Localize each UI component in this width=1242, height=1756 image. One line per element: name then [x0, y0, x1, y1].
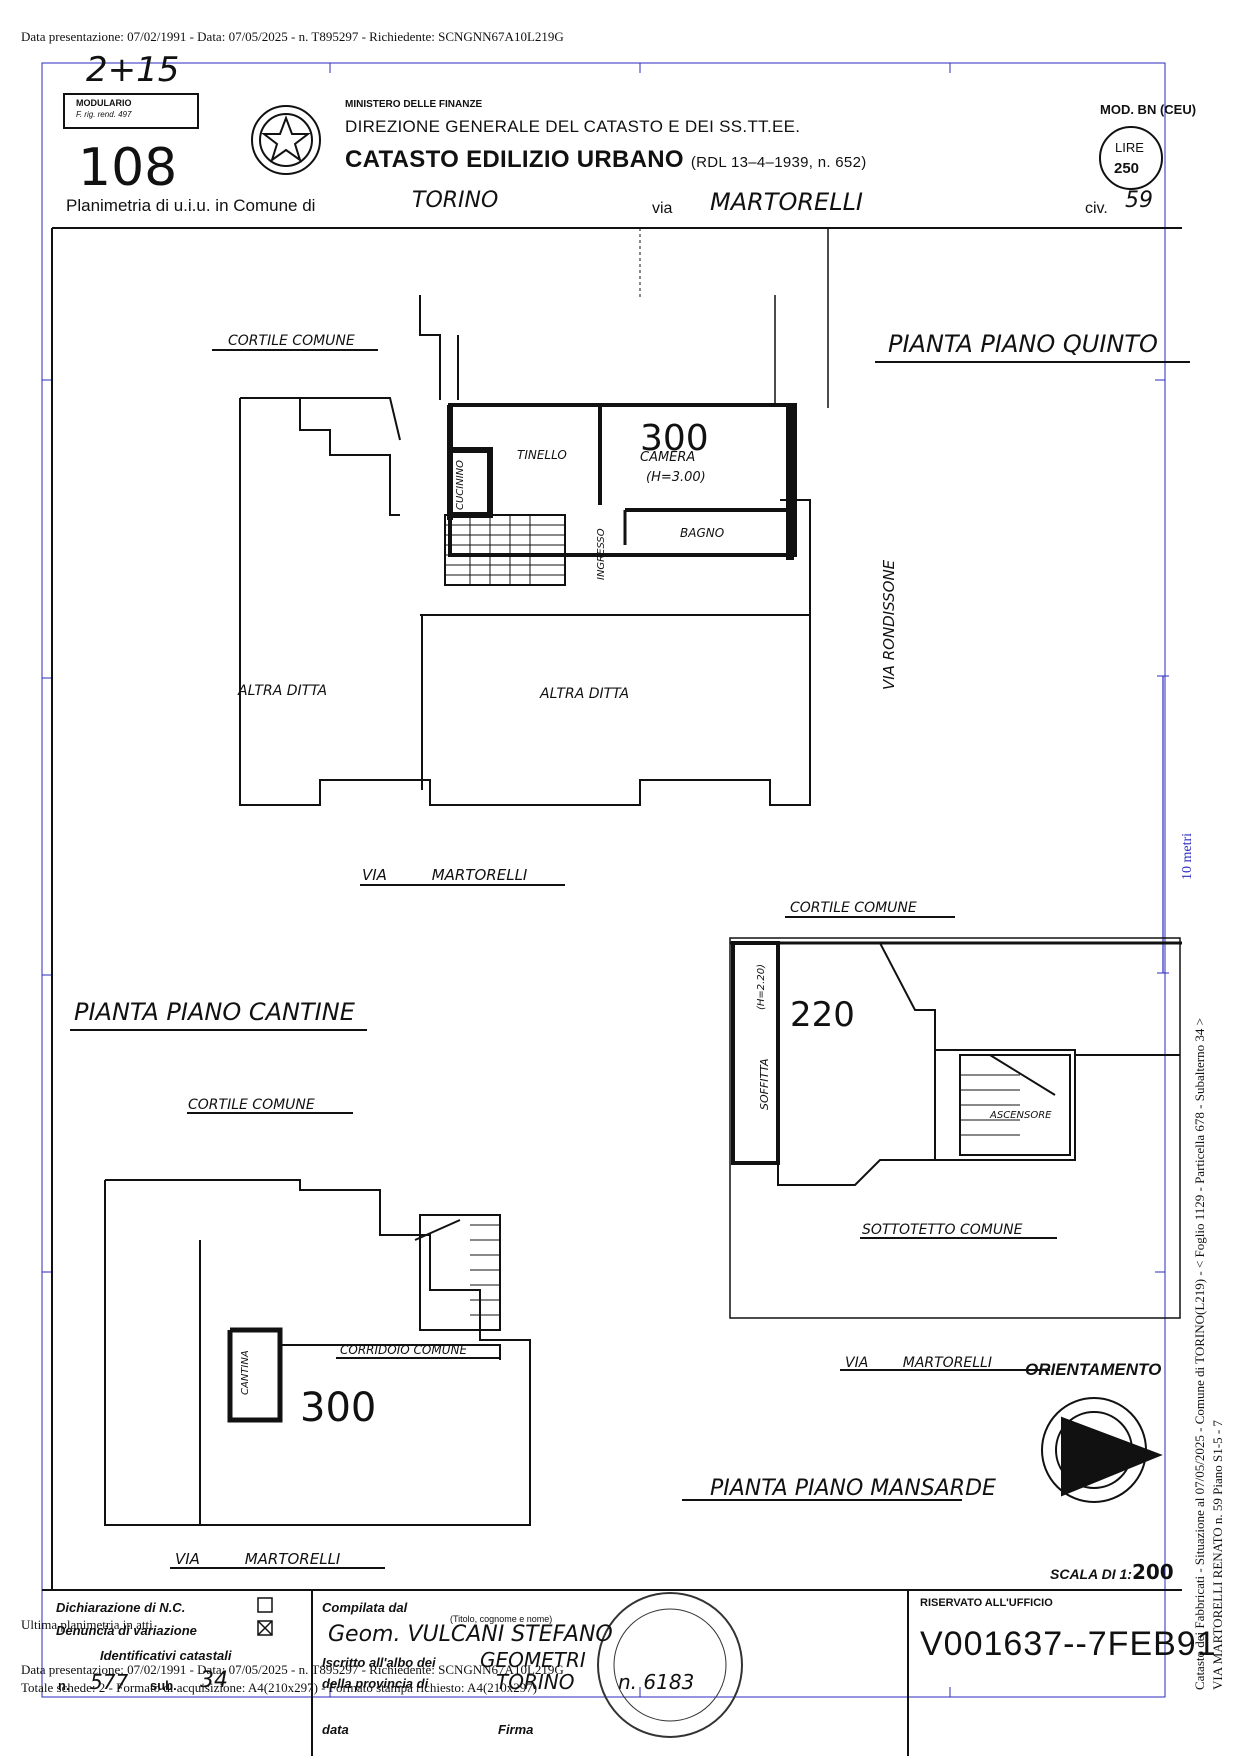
label-pianta-cantine: PIANTA PIANO CANTINE [74, 998, 355, 1026]
label-h220: (H=2.20) [756, 964, 767, 1010]
label-height-300-bottom: 300 [300, 1385, 377, 1431]
label-provincia: della provincia di [322, 1676, 429, 1691]
label-compilata: Compilata dal [322, 1600, 408, 1615]
label-cantina: CANTINA [240, 1350, 251, 1395]
via-label: via [652, 200, 673, 217]
document-header-line: Data presentazione: 07/02/1991 - Data: 0… [21, 29, 564, 44]
label-orientamento: ORIENTAMENTO [1025, 1360, 1162, 1379]
label-h300: (H=3.00) [646, 470, 706, 485]
label-iscritto: Iscritto all'albo dei [322, 1655, 436, 1670]
label-camera: CAMERA [640, 450, 696, 465]
label-ingresso: INGRESSO [596, 528, 607, 580]
catasto-title: CATASTO EDILIZIO URBANO (RDL 13–4–1939, … [345, 146, 867, 173]
via-value: MARTORELLI [710, 188, 864, 216]
label-altra-ditta-1: ALTRA DITTA [238, 683, 328, 699]
label-corridoio: CORRIDOIO COMUNE [340, 1343, 468, 1357]
value-sub: 34 [200, 1668, 228, 1693]
label-pianta-quinto: PIANTA PIANO QUINTO [888, 330, 1158, 358]
scale-bar-label: 10 metri [1180, 832, 1195, 880]
value-n: 577 [90, 1670, 129, 1694]
provincia-value: TORINO [496, 1670, 575, 1694]
sheet-number: 108 [78, 138, 178, 198]
plan-prefix: Planimetria di u.i.u. in Comune di [66, 196, 316, 215]
label-firma: Firma [498, 1722, 534, 1737]
comune-value: TORINO [412, 188, 499, 213]
civ-label: civ. [1085, 200, 1108, 217]
label-height-220: 220 [790, 995, 855, 1035]
label-altra-ditta-2: ALTRA DITTA [540, 686, 630, 702]
label-via-martorelli-2: VIA MARTORELLI [845, 1355, 992, 1371]
lire-value: 250 [1114, 160, 1140, 177]
label-identificativi: Identificativi catastali [100, 1648, 232, 1663]
label-soffitta: SOFFITTA [758, 1058, 771, 1111]
modulario-subtitle: F. rig. rend. 497 [76, 110, 132, 119]
compiler-name: Geom. VULCANI STEFANO [328, 1622, 613, 1647]
label-denuncia: Denuncia di variazione [56, 1623, 197, 1638]
label-bagno: BAGNO [680, 526, 725, 540]
model-code: MOD. BN (CEU) [1100, 102, 1197, 117]
law-reference: (RDL 13–4–1939, n. 652) [690, 154, 867, 171]
ministry-name: MINISTERO DELLE FINANZE [345, 99, 483, 110]
label-scala: SCALA DI 1:200 [1050, 1560, 1174, 1584]
lire-label: LIRE [1115, 140, 1144, 155]
direction-name: DIREZIONE GENERALE DEL CATASTO E DEI SS.… [345, 117, 801, 136]
label-height-300-top: 300 [640, 418, 709, 459]
label-sottotetto: SOTTOTETTO COMUNE [862, 1222, 1023, 1238]
label-sub: sub. [150, 1678, 177, 1693]
albo-value: GEOMETRI [480, 1648, 586, 1672]
footer-presentation-line: Data presentazione: 07/02/1991 - Data: 0… [21, 1662, 564, 1677]
label-dichiarazione: Dichiarazione di N.C. [56, 1600, 186, 1615]
footer-format-line: Totale schede: 2 - Formato di acquisizio… [21, 1680, 538, 1695]
label-via-rondissone: VIA RONDISSONE [880, 559, 898, 690]
label-n: n. [58, 1678, 70, 1693]
label-ascensore: ASCENSORE [990, 1110, 1052, 1121]
modulario-title: MODULARIO [76, 98, 132, 108]
label-riservato: RISERVATO ALL'UFFICIO [920, 1597, 1053, 1609]
civ-value: 59 [1125, 188, 1153, 213]
label-cortile-comune-3: CORTILE COMUNE [188, 1097, 315, 1113]
albo-number: n. 6183 [618, 1670, 695, 1694]
office-stamp-code: V001637--7FEB91 [920, 1625, 1217, 1663]
side-text-situation: Catasto dei Fabbricati - Situazione al 0… [1192, 1018, 1207, 1690]
label-data: data [322, 1722, 349, 1737]
handwritten-note: 2+15 [86, 50, 180, 90]
label-tinello: TINELLO [517, 448, 567, 462]
label-cucinino: CUCININO [455, 459, 466, 510]
label-cortile-comune-2: CORTILE COMUNE [790, 900, 917, 916]
last-plan-note: Ultima planimetria in atti [21, 1617, 153, 1632]
label-cortile-comune-1: CORTILE COMUNE [228, 333, 355, 349]
label-titolo: (Titolo, cognome e nome) [450, 1614, 553, 1624]
label-via-martorelli-1: VIA MARTORELLI [362, 866, 528, 884]
label-pianta-mansarde: PIANTA PIANO MANSARDE [710, 1476, 996, 1501]
label-via-martorelli-3: VIA MARTORELLI [175, 1550, 341, 1568]
scala-value: 200 [1131, 1560, 1174, 1584]
